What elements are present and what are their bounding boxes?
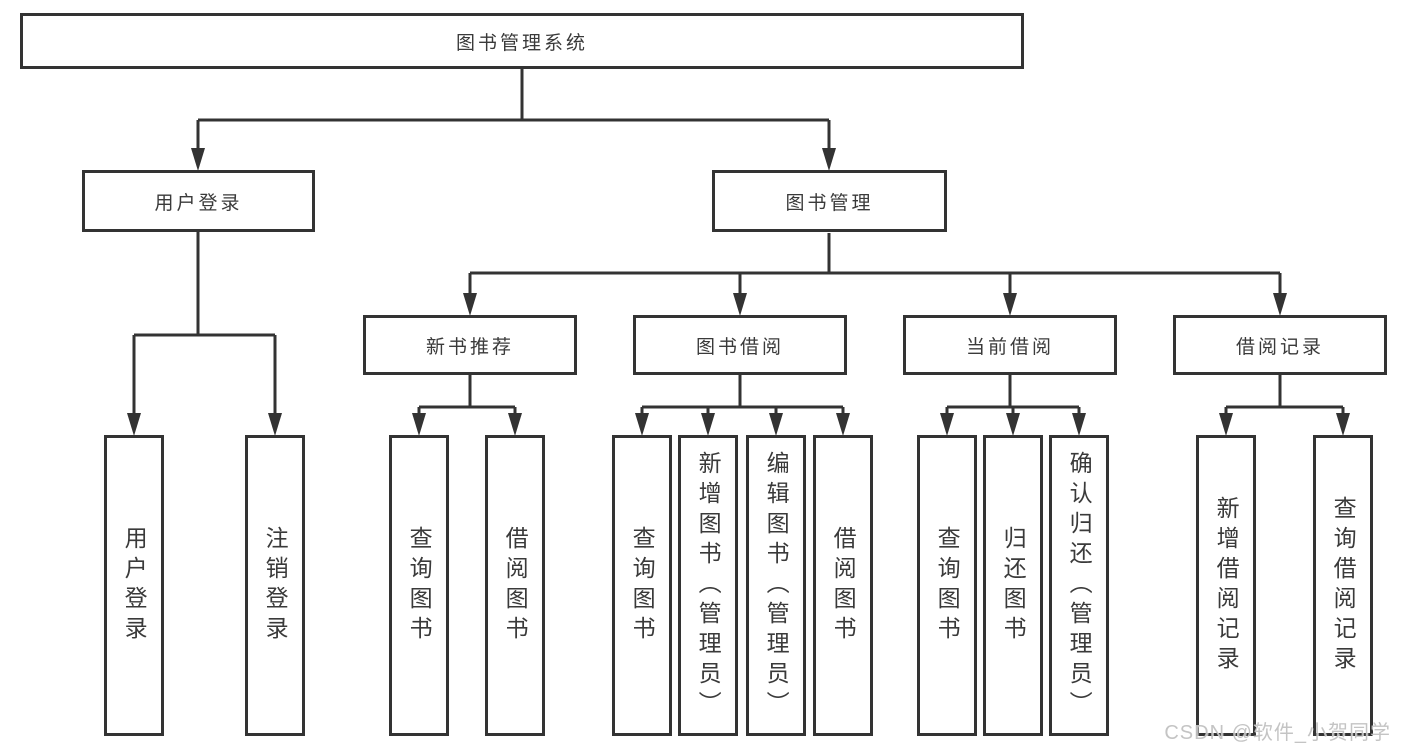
connector-paths	[132, 66, 1345, 431]
node-root-label: 图书管理系统	[455, 32, 588, 54]
node-borrowing-records: 借阅记录	[1173, 315, 1387, 375]
node-new-book-recommend-label: 新书推荐	[425, 336, 514, 358]
arrow-down-icon	[191, 148, 205, 171]
node-current-borrowing-label: 当前借阅	[965, 336, 1054, 358]
leaf-query-borrow-record-label: 查询借阅记录	[1330, 495, 1357, 676]
node-book-borrowing: 图书借阅	[633, 315, 847, 375]
arrowheads	[127, 148, 1350, 436]
leaf-borrow-books-borrowing: 借阅图书	[813, 435, 873, 736]
leaf-edit-book-admin: 编辑图书（管理员）	[746, 435, 806, 736]
arrow-down-icon	[1219, 413, 1233, 436]
arrow-down-icon	[1003, 293, 1017, 316]
leaf-query-books-current: 查询图书	[917, 435, 977, 736]
leaf-borrow-books-recommend-label: 借阅图书	[502, 525, 529, 646]
arrow-down-icon	[268, 413, 282, 436]
node-current-borrowing: 当前借阅	[903, 315, 1117, 375]
connector-user-login-to-leaves	[132, 232, 277, 431]
leaf-borrow-books-borrowing-label: 借阅图书	[830, 525, 857, 646]
node-user-login: 用户登录	[82, 170, 315, 232]
leaf-return-books-label: 归还图书	[1000, 525, 1027, 646]
arrow-down-icon	[822, 148, 836, 171]
node-user-login-label: 用户登录	[154, 192, 243, 214]
arrow-down-icon	[1006, 413, 1020, 436]
leaf-query-books-borrowing-label: 查询图书	[629, 525, 656, 646]
node-borrowing-records-label: 借阅记录	[1235, 336, 1324, 358]
leaf-confirm-return-admin-label: 确认归还（管理员）	[1066, 450, 1093, 721]
arrow-down-icon	[508, 413, 522, 436]
arrow-down-icon	[1336, 413, 1350, 436]
leaf-return-books: 归还图书	[983, 435, 1043, 736]
arrow-down-icon	[1273, 293, 1287, 316]
leaf-query-books-recommend-label: 查询图书	[406, 525, 433, 646]
arrow-down-icon	[733, 293, 747, 316]
leaf-logout-label: 注销登录	[262, 525, 289, 646]
leaf-add-borrow-record-label: 新增借阅记录	[1213, 495, 1240, 676]
connector-book-management-to-level2	[468, 233, 1282, 311]
leaf-user-login: 用户登录	[104, 435, 164, 736]
arrow-down-icon	[940, 413, 954, 436]
arrow-down-icon	[1072, 413, 1086, 436]
arrow-down-icon	[635, 413, 649, 436]
arrow-down-icon	[412, 413, 426, 436]
arrow-down-icon	[769, 413, 783, 436]
watermark: CSDN @软件_小贺同学	[1164, 722, 1391, 744]
connector-borrowing-records-to-leaves	[1224, 375, 1345, 431]
leaf-logout: 注销登录	[245, 435, 305, 736]
connector-new-book-recommend-to-leaves	[417, 375, 517, 431]
connector-root-to-level1	[196, 66, 831, 166]
leaf-query-borrow-record: 查询借阅记录	[1313, 435, 1373, 736]
leaf-add-book-admin: 新增图书（管理员）	[678, 435, 738, 736]
leaf-borrow-books-recommend: 借阅图书	[485, 435, 545, 736]
node-root: 图书管理系统	[20, 13, 1024, 69]
arrow-down-icon	[701, 413, 715, 436]
connector-book-borrowing-to-leaves	[640, 375, 845, 431]
leaf-query-books-borrowing: 查询图书	[612, 435, 672, 736]
leaf-add-borrow-record: 新增借阅记录	[1196, 435, 1256, 736]
arrow-down-icon	[836, 413, 850, 436]
node-new-book-recommend: 新书推荐	[363, 315, 577, 375]
leaf-query-books-current-label: 查询图书	[934, 525, 961, 646]
leaf-confirm-return-admin: 确认归还（管理员）	[1049, 435, 1109, 736]
node-book-borrowing-label: 图书借阅	[695, 336, 784, 358]
node-book-management-label: 图书管理	[785, 192, 874, 214]
node-book-management: 图书管理	[712, 170, 947, 232]
leaf-query-books-recommend: 查询图书	[389, 435, 449, 736]
arrow-down-icon	[127, 413, 141, 436]
leaf-add-book-admin-label: 新增图书（管理员）	[695, 450, 722, 721]
arrow-down-icon	[463, 293, 477, 316]
leaf-user-login-label: 用户登录	[121, 525, 148, 646]
leaf-edit-book-admin-label: 编辑图书（管理员）	[763, 450, 790, 721]
